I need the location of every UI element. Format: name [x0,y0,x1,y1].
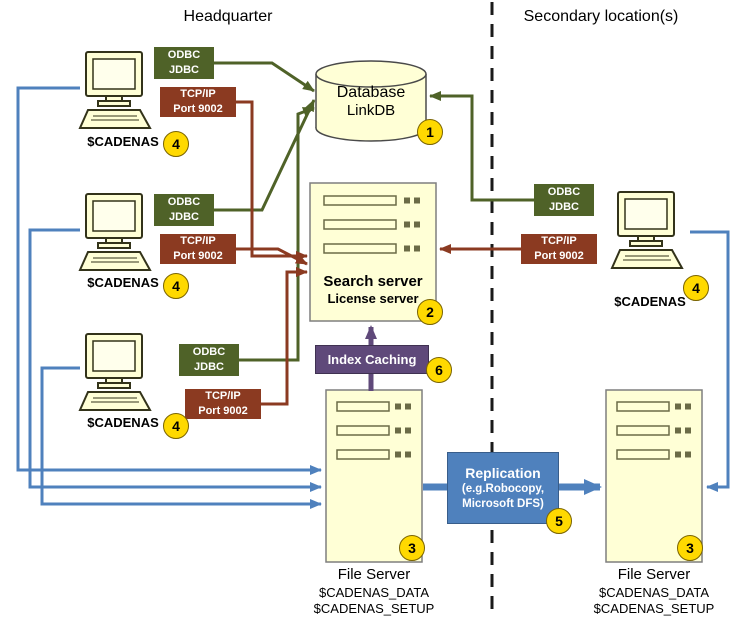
tcp-label-hq1: TCP/IP Port 9002 [160,87,236,117]
badge-workstation-hq2: 4 [163,273,189,299]
replication-title: Replication [465,464,541,481]
odbc-line1: ODBC [547,186,581,199]
tcp-link-hq2 [236,247,308,266]
tcp-line1: TCP/IP [180,235,216,248]
search-server-icon [309,182,437,322]
workstation-hq-1-icon [79,51,151,129]
file-server-secondary-path-setup: $CADENAS_SETUP [593,601,715,616]
odbc-label-hq1: ODBC JDBC [154,47,214,79]
file-link-hq1 [16,86,322,475]
port-line2: Port 9002 [534,250,584,262]
file-server-secondary-icon [605,389,703,563]
port-line2: Port 9002 [198,405,248,417]
jdbc-line2: JDBC [169,64,199,76]
file-server-secondary-path-data: $CADENAS_DATA [598,584,710,600]
file-server-hq-label: File Server $CADENAS_DATA $CADENAS_SETUP [306,566,442,617]
file-server-hq-title: File Server [337,566,411,583]
file-link-hq3 [40,366,322,509]
search-server-title: Search server [323,273,423,290]
jdbc-line2: JDBC [169,211,199,223]
odbc-label-hq2: ODBC JDBC [154,194,214,226]
badge-file-server-secondary: 3 [677,535,703,561]
badge-workstation-hq3: 4 [163,413,189,439]
workstation-secondary-label: $CADENAS [614,294,686,309]
file-link-secondary [690,230,730,492]
odbc-link-secondary [429,91,534,202]
file-server-secondary-title: File Server [617,566,691,583]
index-caching-box: Index Caching [315,345,429,374]
database-subname: LinkDB [346,102,396,120]
tcp-label-secondary: TCP/IP Port 9002 [521,234,597,264]
tcp-label-hq2: TCP/IP Port 9002 [160,234,236,264]
file-server-hq-icon [325,389,423,563]
replication-box: Replication (e.g.Robocopy, Microsoft DFS… [447,452,559,524]
odbc-label-secondary: ODBC JDBC [534,184,594,216]
badge-index-caching: 6 [426,357,452,383]
odbc-label-hq3: ODBC JDBC [179,344,239,376]
file-server-hq-path-data: $CADENAS_DATA [318,584,430,600]
odbc-link-hq1 [214,61,315,93]
tcp-label-hq3: TCP/IP Port 9002 [185,389,261,419]
badge-search-server: 2 [417,299,443,325]
workstation-hq-1-label: $CADENAS [87,134,159,149]
search-server-label: Search server License server [310,273,436,307]
workstation-secondary-icon [611,191,683,269]
badge-workstation-secondary: 4 [683,275,709,301]
database-label: Database LinkDB [316,84,426,120]
jdbc-line2: JDBC [194,361,224,373]
replication-detail-2: Microsoft DFS) [462,498,544,511]
file-server-hq-path-setup: $CADENAS_SETUP [313,601,435,616]
odbc-line1: ODBC [167,196,201,209]
jdbc-line2: JDBC [549,201,579,213]
badge-database: 1 [417,119,443,145]
file-server-secondary-label: File Server $CADENAS_DATA $CADENAS_SETUP [586,566,722,617]
tcp-line1: TCP/IP [205,390,241,403]
index-caching-label: Index Caching [327,352,417,367]
odbc-line1: ODBC [167,49,201,62]
license-server-title: License server [327,291,419,306]
tcp-link-hq3 [261,267,308,406]
port-line2: Port 9002 [173,103,223,115]
workstation-hq-3-label: $CADENAS [87,415,159,430]
tcp-line1: TCP/IP [180,88,216,101]
region-title-secondary: Secondary location(s) [523,8,679,25]
port-line2: Port 9002 [173,250,223,262]
database-cylinder-icon [315,60,427,142]
file-link-hq2 [28,228,322,492]
replication-detail-1: (e.g.Robocopy, [461,483,545,496]
region-title-headquarter: Headquarter [183,8,273,25]
tcp-line1: TCP/IP [541,235,577,248]
workstation-hq-2-icon [79,193,151,271]
badge-replication: 5 [546,508,572,534]
badge-workstation-hq1: 4 [163,131,189,157]
odbc-line1: ODBC [192,346,226,359]
database-name: Database [336,84,406,101]
badge-file-server-hq: 3 [399,535,425,561]
tcp-link-hq1 [236,100,308,261]
workstation-hq-3-icon [79,333,151,411]
odbc-link-hq3 [239,106,315,362]
workstation-hq-2-label: $CADENAS [87,275,159,290]
